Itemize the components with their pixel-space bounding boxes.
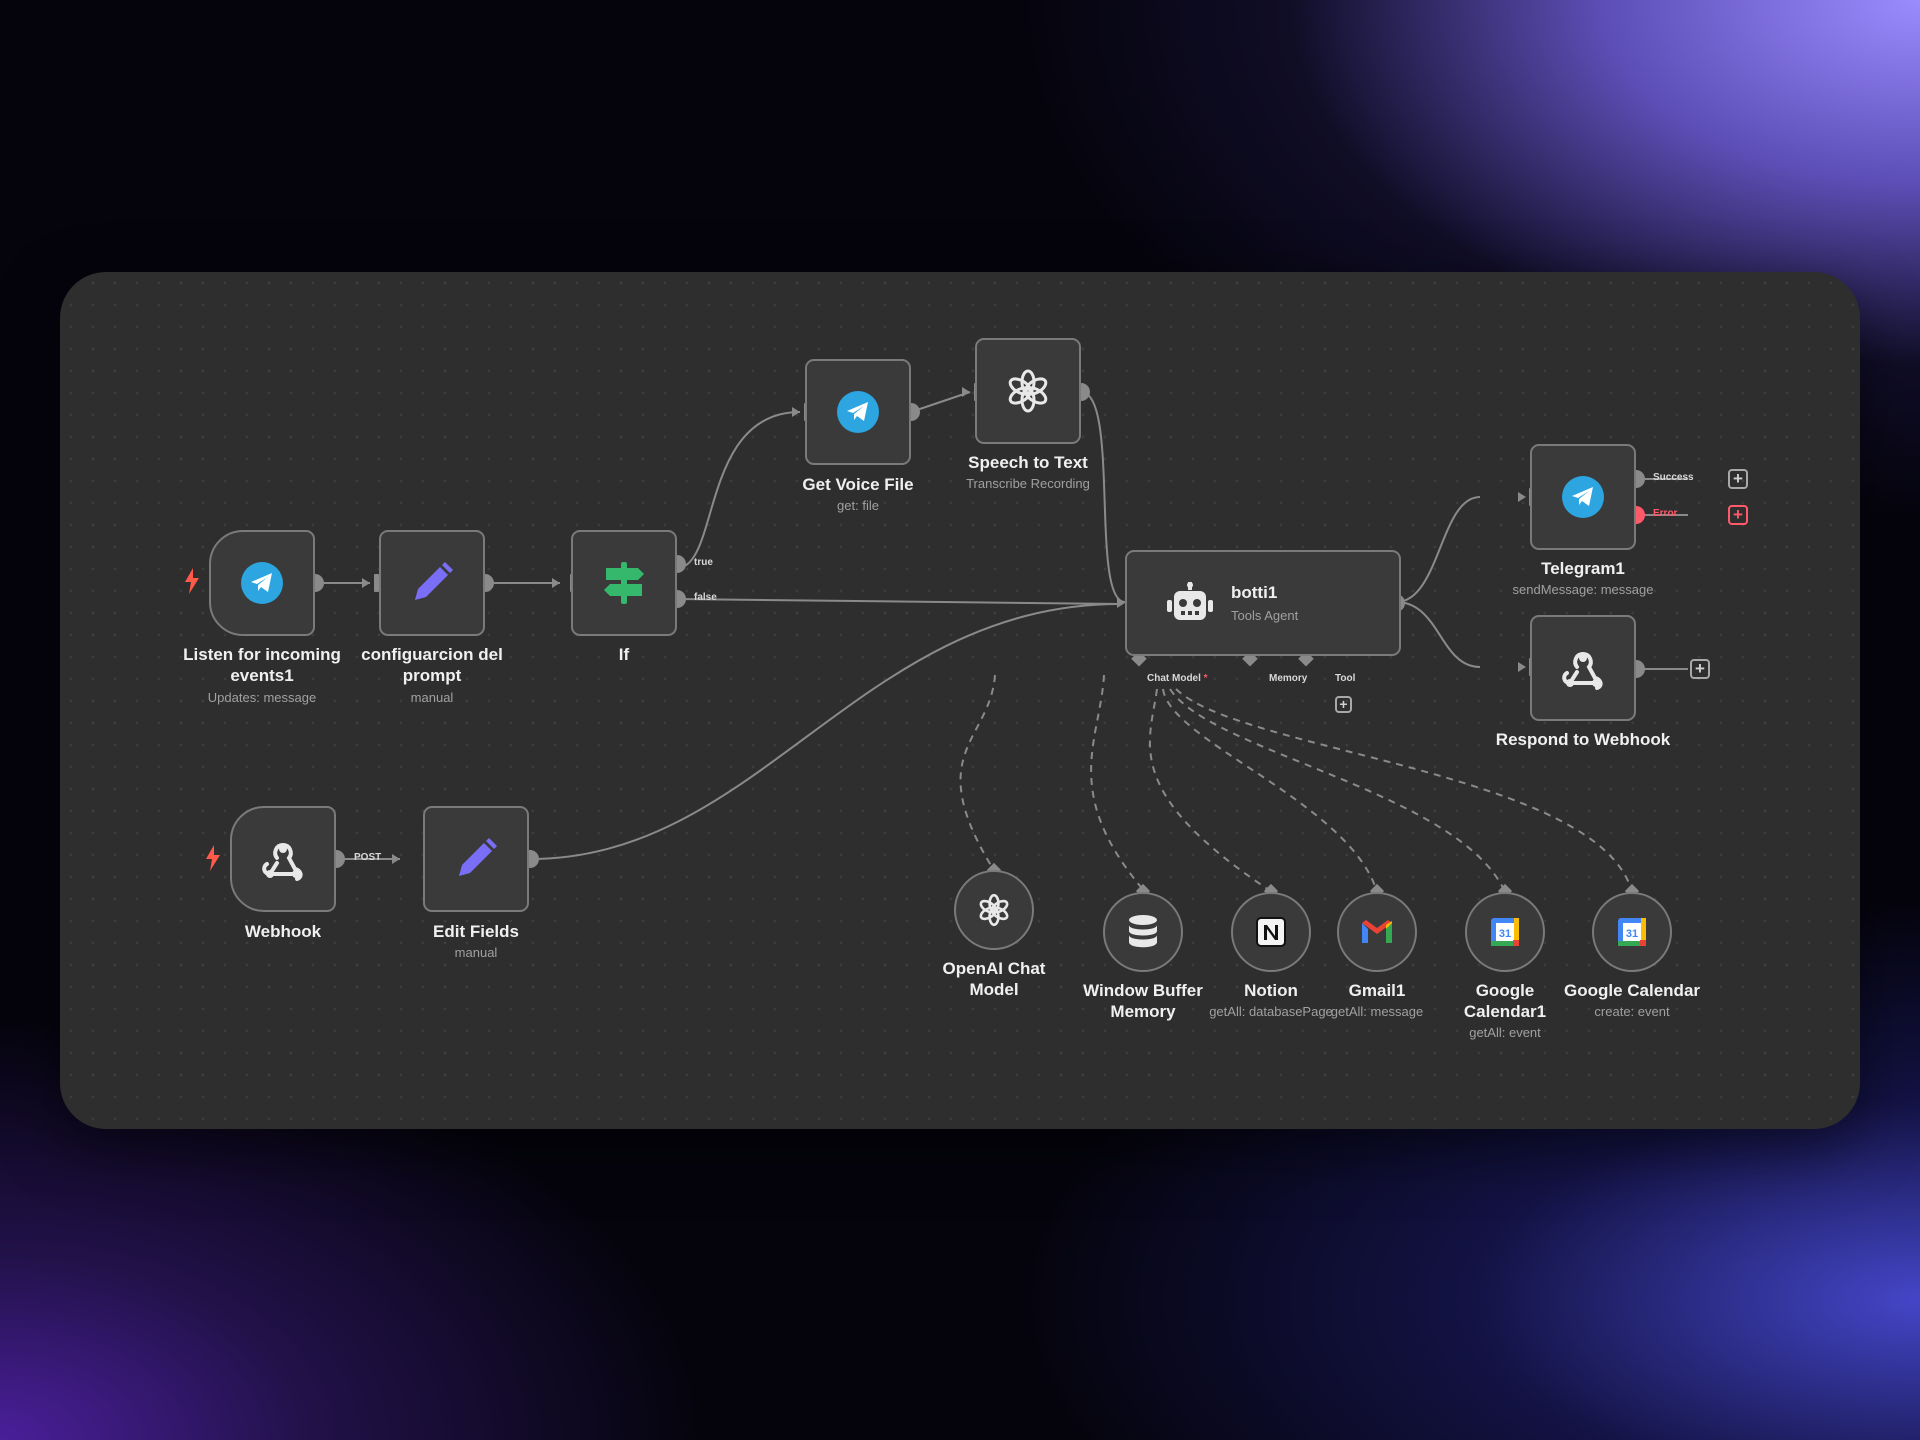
node-subtitle-gmail: getAll: message [1330,1004,1424,1019]
node-label-webhook: Webhook [244,922,322,941]
arrow-voice [792,407,800,417]
edge-if-true-voice [676,411,801,569]
node-subtitle-agent: Tools Agent [1231,608,1299,623]
node-label-respond: Respond to Webhook [1495,730,1671,749]
database-icon [1129,915,1157,948]
agent-text: botti1 Tools Agent [1231,583,1298,623]
svg-text:31: 31 [1499,928,1511,940]
edge-speech-agent [1080,391,1126,603]
edge-if-false-agent [676,598,1121,605]
trigger-bolt-icon [206,845,220,871]
node-respond-to-webhook[interactable] [1530,615,1636,721]
node-google-calendar[interactable]: 31 [1592,892,1672,972]
node-subtitle-telegram: sendMessage: message [1512,582,1654,597]
webhook-icon [1562,652,1603,690]
node-google-calendar1[interactable]: 31 [1465,892,1545,972]
edge-agent-respond [1395,601,1481,668]
if-true-output-label: true [694,557,713,568]
node-if[interactable] [571,530,677,636]
add-after-respond-button[interactable]: + [1690,659,1710,679]
telegram-success-output-label: Success [1653,472,1694,483]
google-calendar-icon: 31 [1491,918,1519,946]
node-window-buffer-memory[interactable] [1103,892,1183,972]
signpost-icon [604,562,644,604]
svg-text:31: 31 [1626,928,1638,940]
node-gmail1[interactable] [1337,892,1417,972]
arrow-if [552,578,560,588]
node-subtitle-listen: Updates: message [207,690,317,705]
arrow-agent [1117,598,1125,608]
robot-icon [1167,582,1213,620]
arrow-telegram [1518,492,1526,502]
arrow-respond [1518,662,1526,672]
node-subtitle-config: manual [410,690,454,705]
edge-agent-telegram [1395,496,1481,603]
node-listen-for-incoming-events[interactable] [209,530,315,636]
edge-voice-speech [910,391,971,413]
if-false-output-label: false [694,592,717,603]
arrow-edit [392,854,400,864]
openai-icon [979,893,1009,927]
edge-gmail [1162,688,1378,893]
node-subtitle-voice: get: file [837,498,879,513]
webhook-icon [262,843,303,881]
node-label-agent: botti1 [1231,583,1278,602]
add-success-node-button[interactable]: + [1728,469,1748,489]
arrow-config [362,578,370,588]
node-subtitle-edit: manual [454,945,498,960]
edge-memory [1090,674,1146,893]
node-label-telegram: Telegram1 [1541,559,1625,578]
node-telegram1[interactable] [1530,444,1636,550]
telegram-error-output-label: Error [1653,508,1678,519]
node-label-gmail: Gmail1 [1348,981,1406,1000]
node-label-voice: Get Voice File [802,475,914,494]
pencil-icon [459,838,497,876]
node-agent-botti1[interactable]: botti1 Tools Agent [1125,550,1401,656]
edge-edit-agent [529,603,1121,860]
node-configuarcion-del-prompt[interactable] [379,530,485,636]
add-error-node-button[interactable]: + [1728,505,1748,525]
agent-port-chat-model-label: Chat Model * [1147,673,1208,684]
edge-gcal [1175,688,1633,893]
node-label-if: If [618,645,630,664]
telegram-icon [1562,476,1604,518]
google-calendar-icon: 31 [1618,918,1646,946]
add-tool-button[interactable]: + [1335,696,1352,713]
gmail-icon [1362,920,1392,943]
trigger-bolt-icon [185,568,199,594]
notion-icon [1256,917,1286,947]
arrow-speech [962,387,970,397]
telegram-icon [241,562,283,604]
pencil-icon [415,562,453,600]
node-label-speech: Speech to Text [968,453,1088,472]
node-openai-chat-model[interactable] [954,870,1034,950]
edge-gcal1 [1169,688,1506,893]
node-webhook[interactable] [230,806,336,912]
telegram-icon [837,391,879,433]
node-label-gcal: Google Calendar [1563,981,1701,1000]
edge-openai-chat [959,674,996,873]
node-subtitle-notion: getAll: databasePage [1209,1004,1333,1019]
node-speech-to-text[interactable] [975,338,1081,444]
node-subtitle-speech: Transcribe Recording [966,476,1090,491]
openai-icon [1008,369,1048,413]
node-get-voice-file[interactable] [805,359,911,465]
node-subtitle-gcal: create: event [1594,1004,1670,1019]
webhook-method-label: POST [354,852,382,863]
edge-notion [1148,688,1273,893]
node-label-edit: Edit Fields [433,922,519,941]
agent-port-memory-label: Memory [1269,673,1308,684]
node-edit-fields[interactable] [423,806,529,912]
node-label-notion: Notion [1244,981,1298,1000]
node-notion[interactable] [1231,892,1311,972]
node-subtitle-gcal1: getAll: event [1469,1025,1541,1040]
agent-port-tool-label: Tool [1335,673,1356,684]
